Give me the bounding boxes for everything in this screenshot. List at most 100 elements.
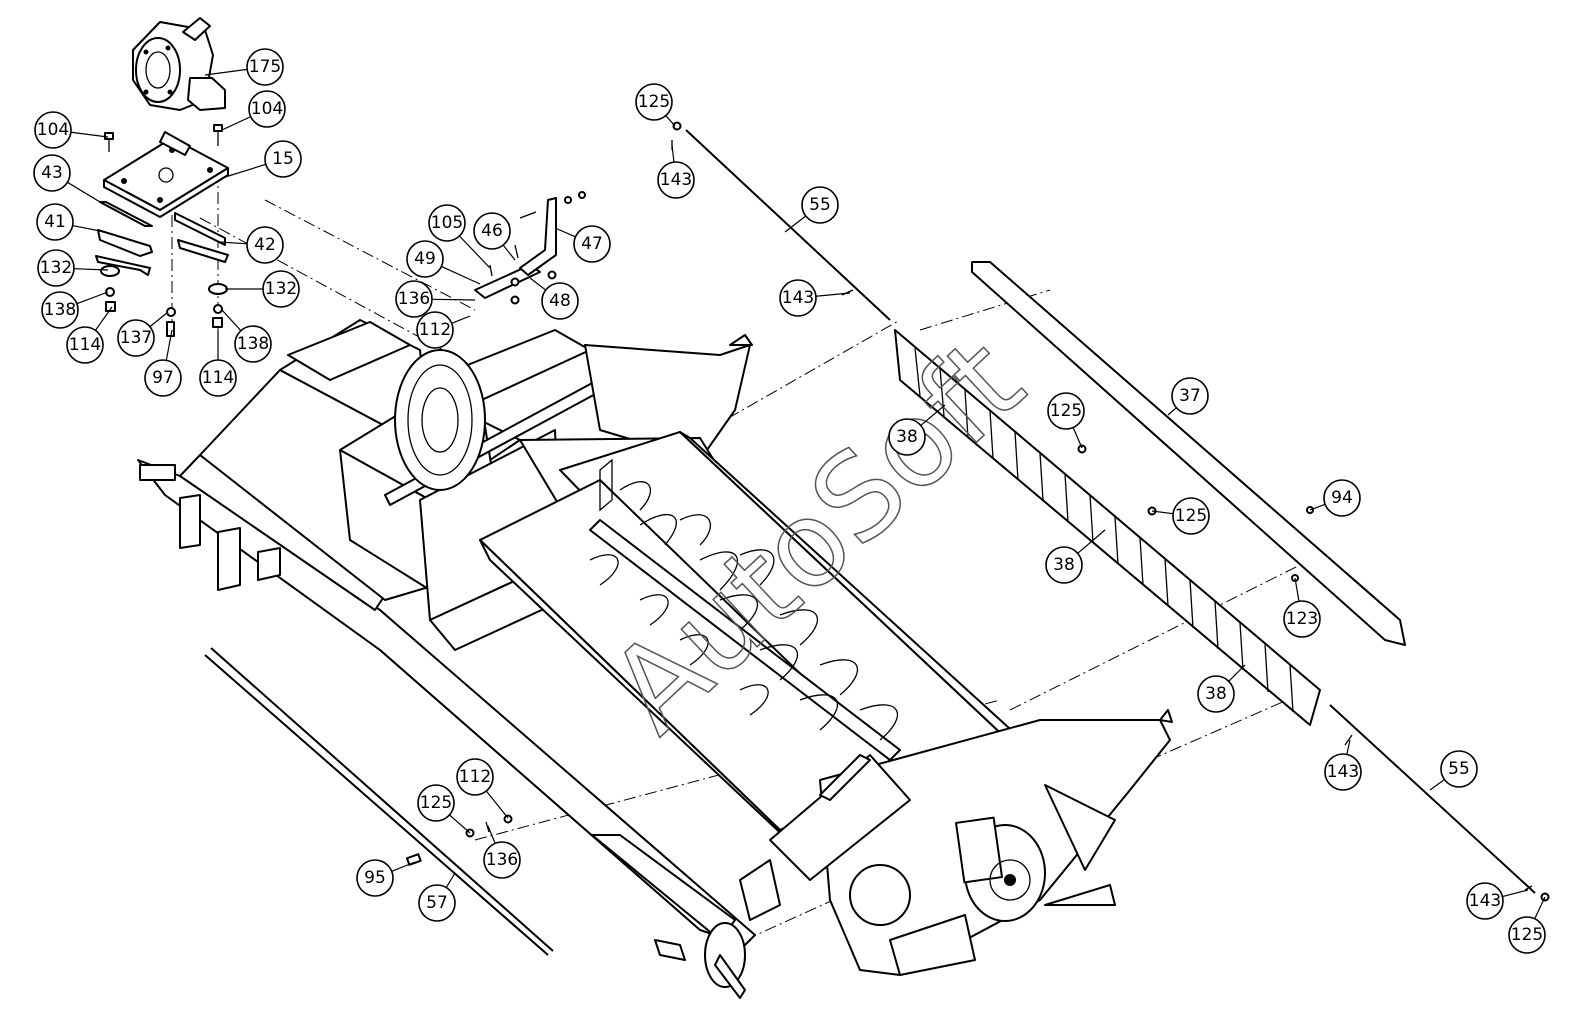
shield-flaps [894,329,1321,726]
callout-balloon [246,48,284,86]
callout-leader [76,291,109,305]
callout-label: 138 [44,300,76,320]
callout-balloon [34,111,72,149]
callout-balloon [573,225,611,263]
callout-leader [73,268,109,271]
callout-label: 137 [120,328,152,348]
callout-leader [221,116,251,131]
callout-leader [1077,529,1106,554]
callout-label: 143 [1327,762,1359,782]
callout-104: 104 [34,111,109,149]
gearbox [132,17,226,111]
callout-42: 42 [219,226,284,264]
callout-balloon [779,279,817,317]
callout-balloon [1171,377,1209,415]
callout-balloon [248,90,286,128]
callout-leader [1429,779,1445,791]
callout-132: 132 [225,270,300,308]
callout-balloon [262,270,300,308]
callout-label: 38 [896,427,918,447]
callout-leader [1502,889,1529,898]
callout-balloon [483,841,521,879]
callout-95: 95 [356,859,416,897]
callout-balloon [428,204,466,242]
callout-label: 94 [1331,488,1353,508]
top-bracket [474,191,586,305]
callout-94: 94 [1309,479,1361,517]
callout-114: 114 [66,306,113,364]
callout-label: 114 [69,335,101,355]
callout-125: 125 [417,784,471,834]
callout-123: 123 [1283,577,1321,638]
rods [204,121,1550,956]
callout-43: 43 [33,154,106,206]
callout-label: 57 [426,893,448,913]
callout-46: 46 [473,212,516,261]
callout-leader [502,244,516,261]
callout-balloon [416,311,454,349]
callout-label: 125 [638,92,670,112]
callout-leader [219,241,248,245]
callout-balloon [406,240,444,278]
callout-leader [441,265,481,285]
callout-leader [1151,510,1174,515]
callout-label: 38 [1053,555,1075,575]
callout-label: 104 [251,99,283,119]
callout-balloon [36,203,74,241]
callout-label: 42 [254,235,276,255]
callout-leader [72,224,106,233]
callout-leader [1072,427,1083,449]
callout-label: 38 [1205,684,1227,704]
callout-leader [451,315,471,324]
callout-leader [165,329,173,361]
callout-balloon [1283,600,1321,638]
callout-104: 104 [221,90,286,131]
callout-balloon [418,884,456,922]
callout-143: 143 [657,144,695,199]
callout-balloon [1045,546,1083,584]
callout-55: 55 [1429,750,1478,791]
callout-125: 125 [635,83,676,127]
callout-balloon [1466,882,1504,920]
callout-label: 48 [549,291,571,311]
callout-label: 49 [414,249,436,269]
callout-label: 41 [44,212,66,232]
callout-label: 55 [1448,759,1470,779]
callout-balloon [395,280,433,318]
callout-137: 137 [117,311,169,357]
callout-38: 38 [888,404,946,456]
callout-leader [485,790,509,819]
callout-balloon [234,325,272,363]
callout-label: 95 [364,868,386,888]
callout-leader [554,227,576,238]
callout-leader [221,163,266,179]
callout-balloon [144,359,182,397]
callout-balloon [199,359,237,397]
callout-label: 112 [419,320,451,340]
mounting-plate [103,131,229,218]
callout-label: 112 [459,767,491,787]
callout-97: 97 [144,329,182,397]
callout-label: 125 [420,793,452,813]
callout-label: 46 [481,221,503,241]
callout-143: 143 [779,279,851,317]
callout-leader [94,306,113,331]
callout-leader [1294,577,1300,602]
callout-balloon [657,161,695,199]
callout-label: 15 [272,149,294,169]
callout-label: 55 [809,195,831,215]
callout-leader [449,814,471,834]
callout-balloon [33,154,71,192]
callout-leader [445,872,456,888]
callout-136: 136 [483,825,521,879]
callout-leader [920,404,946,426]
callout-57: 57 [418,872,456,922]
callout-label: 125 [1175,506,1207,526]
shield-rail [971,261,1406,646]
callout-143: 143 [1466,882,1529,920]
callout-leader [70,131,109,138]
callout-balloon [541,282,579,320]
callout-balloon [1323,479,1361,517]
callout-114: 114 [199,330,237,397]
